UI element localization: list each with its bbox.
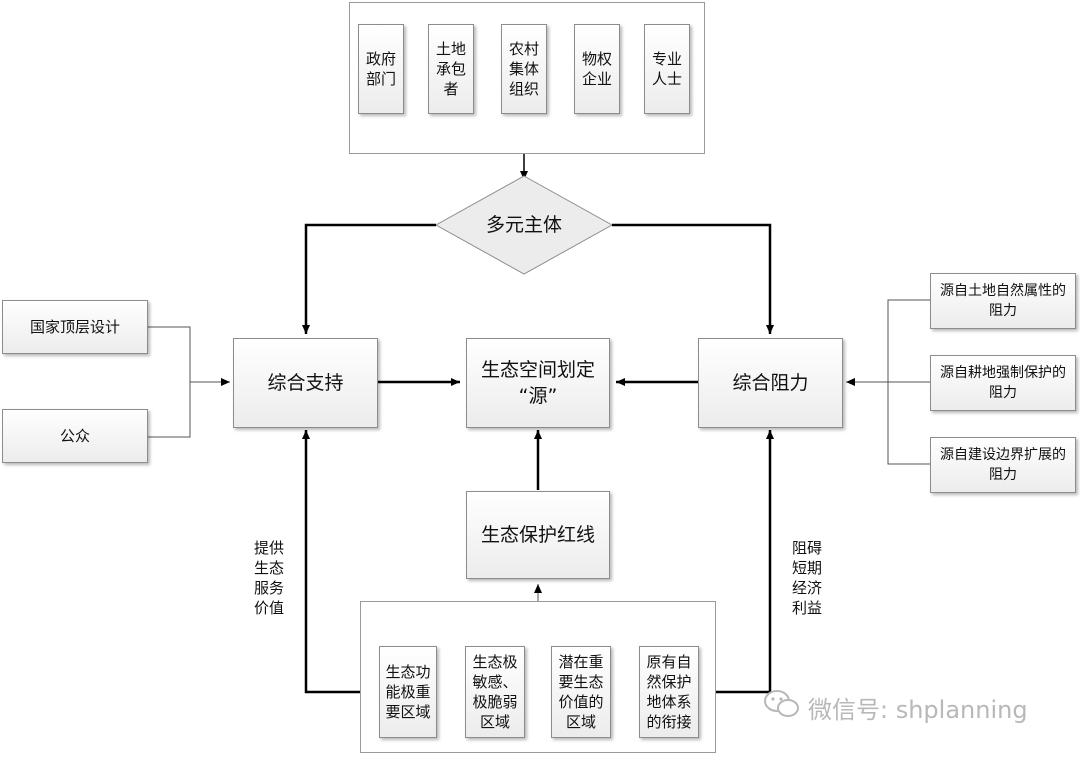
- resistance-box: 综合阻力: [698, 338, 843, 428]
- stakeholder-professionals: 专业人士: [644, 24, 690, 114]
- resistance-natural-attribute: 源自土地自然属性的阻力: [930, 273, 1076, 329]
- diamond-shape: [434, 175, 614, 275]
- label-ecosystem-service: 提供生态服务价值: [253, 539, 284, 617]
- redline-box: 生态保护红线: [466, 491, 610, 579]
- stakeholder-land-contractor: 土地承包者: [428, 24, 474, 114]
- input-national-design: 国家顶层设计: [2, 300, 148, 354]
- resistance-farmland-protection: 源自耕地强制保护的阻力: [930, 355, 1076, 411]
- area-critical-function: 生态功能极重要区域: [379, 646, 437, 738]
- center-source-box: 生态空间划定 “源”: [466, 338, 610, 428]
- diamond-label: 多元主体: [485, 214, 562, 236]
- area-sensitive-fragile: 生态极敏感、极脆弱区域: [465, 646, 525, 738]
- watermark-text: 微信号: shplanning: [808, 696, 1028, 724]
- area-potential-value: 潜在重要生态价值的区域: [551, 646, 611, 738]
- input-public: 公众: [2, 409, 148, 463]
- support-box: 综合支持: [233, 338, 378, 428]
- stakeholder-property-enterprise: 物权企业: [574, 24, 620, 114]
- label-economic-hindrance: 阻碍短期经济利益: [791, 539, 822, 617]
- center-title: 生态空间划定: [480, 359, 595, 381]
- wechat-icon: [764, 690, 799, 717]
- area-existing-reserve: 原有自然保护地体系的衔接: [639, 646, 699, 738]
- stakeholder-government: 政府部门: [358, 24, 404, 114]
- resistance-construction-boundary: 源自建设边界扩展的阻力: [930, 437, 1076, 493]
- stakeholder-village-collective: 农村集体组织: [501, 24, 547, 114]
- center-source: “源”: [518, 385, 558, 407]
